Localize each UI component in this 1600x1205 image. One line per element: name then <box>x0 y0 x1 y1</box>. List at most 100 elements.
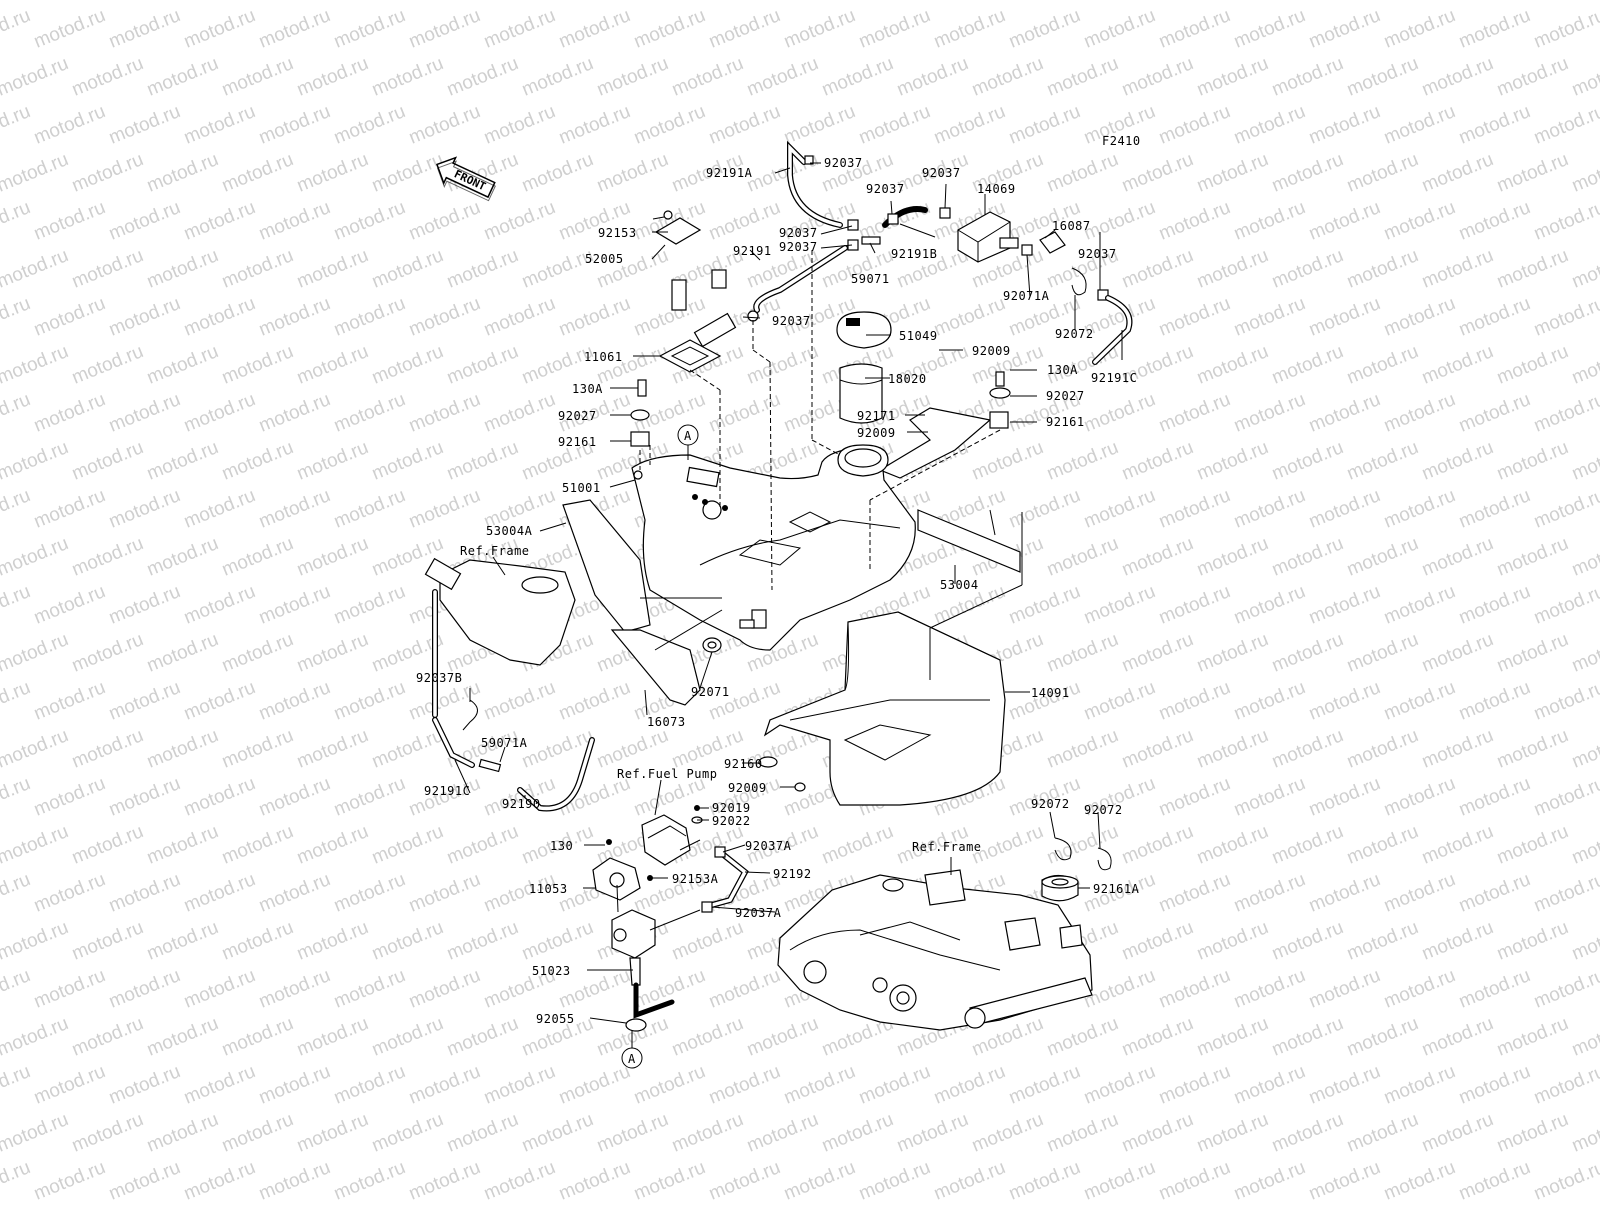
watermark-text: motod.ru <box>1419 1109 1496 1157</box>
part-label: 92037 <box>779 240 818 254</box>
watermark-text: motod.ru <box>1231 869 1308 917</box>
part-label: 92055 <box>536 1012 575 1026</box>
watermark-text: motod.ru <box>594 1109 671 1157</box>
watermark-text: motod.ru <box>1194 0 1271 5</box>
watermark-text: motod.ru <box>331 677 408 725</box>
watermark-text: motod.ru <box>31 293 108 341</box>
watermark-text: motod.ru <box>1381 677 1458 725</box>
watermark-text: motod.ru <box>1456 101 1533 149</box>
watermark-text: motod.ru <box>669 0 746 5</box>
part-label: 92027 <box>558 409 597 423</box>
watermark-text: motod.ru <box>106 581 183 629</box>
watermark-text: motod.ru <box>1531 293 1600 341</box>
watermark-text: motod.ru <box>31 1061 108 1109</box>
watermark-text: motod.ru <box>1531 1157 1600 1200</box>
watermark-text: motod.ru <box>1381 101 1458 149</box>
watermark-text: motod.ru <box>0 389 33 437</box>
watermark-text: motod.ru <box>331 581 408 629</box>
watermark-text: motod.ru <box>0 437 71 485</box>
watermark-text: motod.ru <box>1194 1013 1271 1061</box>
part-label: 92019 <box>712 801 751 815</box>
part-label: 18020 <box>888 372 927 386</box>
watermark-text: motod.ru <box>894 0 971 5</box>
watermark-text: motod.ru <box>369 917 446 965</box>
watermark-text: motod.ru <box>106 1061 183 1109</box>
watermark-text: motod.ru <box>294 629 371 677</box>
watermark-text: motod.ru <box>0 1109 71 1157</box>
watermark-text: motod.ru <box>106 869 183 917</box>
watermark-text: motod.ru <box>1269 437 1346 485</box>
watermark-text: motod.ru <box>0 869 33 917</box>
watermark-text: motod.ru <box>1231 389 1308 437</box>
watermark-text: motod.ru <box>1381 1157 1458 1200</box>
watermark-text: motod.ru <box>1119 245 1196 293</box>
watermark-text: motod.ru <box>1419 821 1496 869</box>
watermark-text: motod.ru <box>406 293 483 341</box>
watermark-text: motod.ru <box>1419 1013 1496 1061</box>
watermark-text: motod.ru <box>69 533 146 581</box>
watermark-text: motod.ru <box>69 149 146 197</box>
watermark-text: motod.ru <box>706 1061 783 1109</box>
watermark-text: motod.ru <box>1456 485 1533 533</box>
watermark-text: motod.ru <box>1156 965 1233 1013</box>
watermark-text: motod.ru <box>0 1013 71 1061</box>
watermark-text: motod.ru <box>1344 821 1421 869</box>
watermark-text: motod.ru <box>0 629 71 677</box>
watermark-text: motod.ru <box>69 437 146 485</box>
watermark-text: motod.ru <box>406 389 483 437</box>
part-label: 92191C <box>424 784 470 798</box>
watermark-text: motod.ru <box>1381 293 1458 341</box>
watermark-text: motod.ru <box>969 1109 1046 1157</box>
watermark-text: motod.ru <box>1569 725 1600 773</box>
watermark-text: motod.ru <box>706 197 783 245</box>
watermark-text: motod.ru <box>1006 101 1083 149</box>
part-label: 11053 <box>529 882 568 896</box>
part-label: 92009 <box>857 426 896 440</box>
watermark-text: motod.ru <box>594 53 671 101</box>
watermark-text: motod.ru <box>31 869 108 917</box>
part-label: 51023 <box>532 964 571 978</box>
watermark-text: motod.ru <box>294 917 371 965</box>
watermark-text: motod.ru <box>1419 725 1496 773</box>
watermark-text: motod.ru <box>369 0 446 5</box>
watermark-text: motod.ru <box>294 1109 371 1157</box>
watermark-text: motod.ru <box>781 101 858 149</box>
watermark-text: motod.ru <box>1119 629 1196 677</box>
part-label: 92037 <box>1078 247 1117 261</box>
callout-a-top: A <box>677 424 699 446</box>
watermark-text: motod.ru <box>1494 1109 1571 1157</box>
watermark-text: motod.ru <box>1269 533 1346 581</box>
part-label: 14069 <box>977 182 1016 196</box>
watermark-text: motod.ru <box>519 1109 596 1157</box>
watermark-text: motod.ru <box>31 485 108 533</box>
part-label: 92161A <box>1093 882 1140 896</box>
watermark-text: motod.ru <box>256 485 333 533</box>
watermark-text: motod.ru <box>1531 389 1600 437</box>
watermark-text: motod.ru <box>1231 581 1308 629</box>
watermark-text: motod.ru <box>1156 293 1233 341</box>
part-label: 92191A <box>706 166 753 180</box>
watermark-text: motod.ru <box>1494 725 1571 773</box>
part-label: 11061 <box>584 350 623 364</box>
callout-a-bottom: A <box>621 1047 643 1069</box>
watermark-text: motod.ru <box>1269 629 1346 677</box>
watermark-text: motod.ru <box>1344 149 1421 197</box>
watermark-text: motod.ru <box>69 245 146 293</box>
part-labels: 92191A 92037 92037 92037 14069 92037 920… <box>416 156 1140 1026</box>
watermark-text: motod.ru <box>0 5 33 53</box>
watermark-text: motod.ru <box>1119 0 1196 5</box>
watermark-text: motod.ru <box>481 1157 558 1200</box>
watermark-text: motod.ru <box>181 1061 258 1109</box>
watermark-text: motod.ru <box>1306 485 1383 533</box>
watermark-text: motod.ru <box>406 485 483 533</box>
watermark-text: motod.ru <box>1531 869 1600 917</box>
watermark-text: motod.ru <box>1494 341 1571 389</box>
watermark-text: motod.ru <box>1081 677 1158 725</box>
watermark-text: motod.ru <box>219 53 296 101</box>
part-label: 53004 <box>940 578 979 592</box>
watermark-text: motod.ru <box>706 965 783 1013</box>
watermark-text: motod.ru <box>556 1061 633 1109</box>
watermark-text: motod.ru <box>331 101 408 149</box>
watermark-text: motod.ru <box>106 293 183 341</box>
watermark-text: motod.ru <box>1194 437 1271 485</box>
